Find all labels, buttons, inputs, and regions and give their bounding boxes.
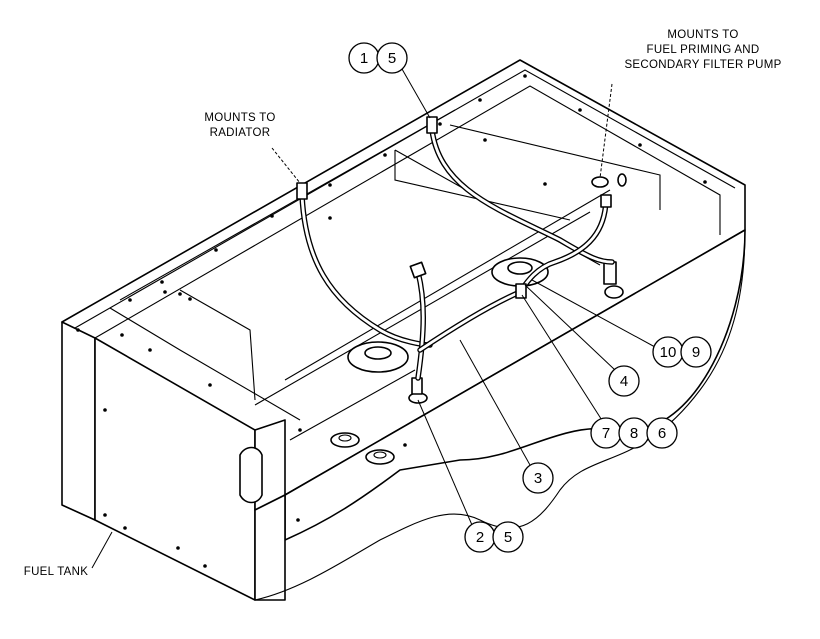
callout-2-leader [417, 399, 473, 526]
callout-bottom: 2 5 [464, 521, 524, 553]
callout-right: 10 9 [652, 336, 712, 368]
deck-panel-line-4 [284, 189, 611, 381]
callout-bottom-a: 2 [476, 529, 484, 546]
tee-fitting [515, 283, 527, 299]
callout-right-b: 9 [692, 344, 700, 361]
callout-mid: 7 8 6 [590, 417, 678, 449]
hose-top-supply [429, 127, 615, 265]
note-fuel-tank: FUEL TANK [24, 566, 89, 578]
hose-pump-line [517, 197, 609, 295]
hose-radiator-return [299, 192, 433, 348]
deck-panel-line-8 [179, 289, 256, 401]
pump-mount-fitting [591, 173, 627, 188]
side-bracket [239, 446, 263, 504]
large-port-rear [491, 257, 549, 287]
callout-bottom-b: 5 [504, 529, 512, 546]
callout-top-a: 1 [360, 50, 368, 67]
callout-10-leader [531, 279, 656, 348]
callout-3-leader [459, 339, 531, 466]
rivet-holes [76, 74, 707, 568]
callout-4-leader [524, 284, 616, 371]
radiator-note-leader [271, 147, 301, 184]
callout-mid-c: 6 [658, 425, 666, 442]
radiator-hose-end [296, 182, 308, 200]
tank-front-face [61, 321, 96, 521]
deck-panel-line-6 [394, 150, 571, 221]
callout-top: 1 5 [348, 42, 408, 74]
note-pump-line-2: FUEL PRIMING AND [647, 44, 760, 56]
note-radiator-line-1: MOUNTS TO [204, 112, 275, 124]
callout-right-a: 10 [660, 344, 677, 361]
callout-top-b: 5 [388, 50, 396, 67]
note-radiator-line-2: RADIATOR [210, 127, 271, 139]
gauge-port-2 [365, 449, 395, 465]
callout-7-leader [521, 294, 606, 426]
callout-4-label: 4 [620, 373, 628, 390]
deck-panel-line-1 [109, 307, 301, 421]
deck-panel-line-7 [449, 124, 661, 210]
drain-hose-end [409, 261, 427, 279]
tank-lower-edge [254, 494, 286, 601]
pump-note-leader [599, 83, 613, 179]
pump-hose-end [600, 194, 612, 208]
deck-panel-line-2 [119, 109, 456, 301]
callout-3-label: 3 [534, 470, 542, 487]
callout-mid-a: 7 [602, 425, 610, 442]
gauge-port-1 [330, 432, 360, 448]
hose-crossover [417, 289, 523, 353]
callout-mid-b: 8 [630, 425, 638, 442]
deck-rim-inner [94, 85, 721, 339]
hose-drain-line [415, 269, 426, 381]
top-hose-end [426, 116, 438, 134]
deck-rim-outer [74, 69, 736, 329]
note-pump-line-3: SECONDARY FILTER PUMP [624, 59, 781, 71]
fuel-tank-leader [91, 531, 113, 569]
deck-panel-line-9 [289, 369, 416, 441]
large-port-front [347, 341, 409, 373]
tank-bottom-contour [61, 229, 746, 601]
callout-3: 3 [522, 462, 554, 494]
note-pump-line-1: MOUNTS TO [667, 29, 738, 41]
top-callout-leader [397, 61, 431, 119]
callout-4: 4 [608, 365, 640, 397]
